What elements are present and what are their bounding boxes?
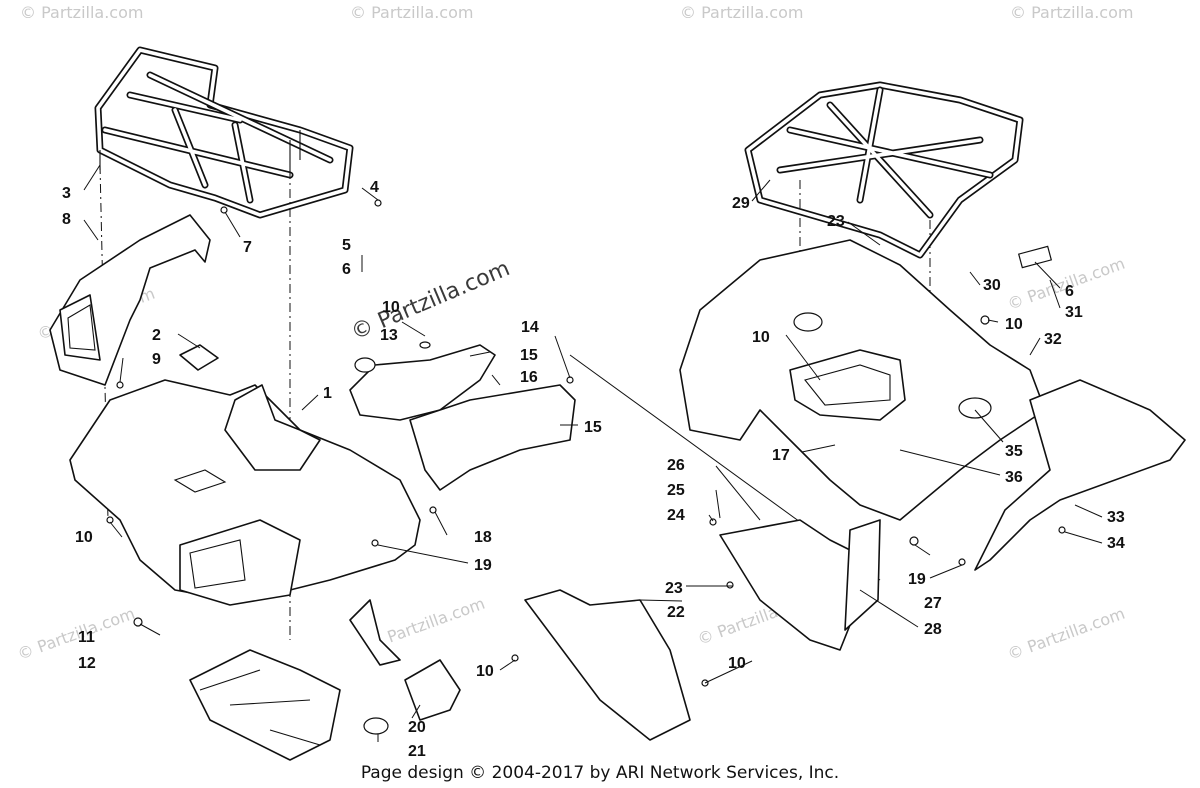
frame-bracket bbox=[189, 599, 461, 761]
callout-4: 4 bbox=[370, 179, 379, 196]
callout-28: 28 bbox=[924, 621, 942, 638]
callout-10: 10 bbox=[728, 655, 746, 672]
callout-10: 10 bbox=[382, 299, 400, 316]
callout-25: 25 bbox=[667, 482, 685, 499]
decal bbox=[179, 344, 219, 371]
callout-23: 23 bbox=[665, 580, 683, 597]
watermark-center: © Partzilla.com bbox=[348, 256, 514, 345]
callout-19: 19 bbox=[474, 557, 492, 574]
rear-fender bbox=[679, 239, 1046, 521]
watermark-text: © Partzilla.com bbox=[1005, 604, 1128, 664]
callout-13: 13 bbox=[380, 327, 398, 344]
callout-35: 35 bbox=[1005, 443, 1023, 460]
callout-6: 6 bbox=[342, 261, 351, 278]
callout-16: 16 bbox=[520, 369, 538, 386]
callout-10: 10 bbox=[752, 329, 770, 346]
callout-17: 17 bbox=[772, 447, 790, 464]
watermark-text: © Partzilla.com bbox=[20, 3, 143, 22]
callout-24: 24 bbox=[667, 507, 685, 524]
callout-33: 33 bbox=[1107, 509, 1125, 526]
front-fender-pod bbox=[49, 214, 211, 386]
callout-5: 5 bbox=[342, 237, 351, 254]
center-panels bbox=[349, 341, 576, 491]
watermark-text: © Partzilla.com bbox=[1010, 3, 1133, 22]
callout-14: 14 bbox=[521, 319, 539, 336]
callout-11: 11 bbox=[78, 629, 95, 646]
front-fender bbox=[69, 379, 421, 606]
leader-lines bbox=[83, 164, 1103, 742]
footwell-panels bbox=[524, 519, 881, 741]
callout-32: 32 bbox=[1044, 331, 1062, 348]
callout-36: 36 bbox=[1005, 469, 1023, 486]
callout-19: 19 bbox=[908, 571, 926, 588]
callout-27: 27 bbox=[924, 595, 942, 612]
rear-fender-extension bbox=[974, 379, 1186, 571]
callout-15: 15 bbox=[520, 347, 538, 364]
callout-22: 22 bbox=[667, 604, 685, 621]
callout-23: 23 bbox=[827, 213, 845, 230]
callout-26: 26 bbox=[667, 457, 685, 474]
callout-2: 2 bbox=[152, 327, 161, 344]
callout-labels: 1 2 3 4 5 6 7 8 9 10 10 10 10 10 10 11 1… bbox=[62, 179, 1125, 760]
callout-21: 21 bbox=[408, 743, 426, 760]
callout-31: 31 bbox=[1065, 304, 1083, 321]
callout-10: 10 bbox=[476, 663, 494, 680]
callout-15: 15 bbox=[584, 419, 602, 436]
watermark-text: © Partzilla.com bbox=[350, 3, 473, 22]
callout-12: 12 bbox=[78, 655, 96, 672]
callout-10: 10 bbox=[1005, 316, 1023, 333]
watermark-text: © Partzilla.com bbox=[680, 3, 803, 22]
callout-29: 29 bbox=[732, 195, 750, 212]
rear-rack bbox=[744, 81, 1053, 269]
footer-credit: Page design © 2004-2017 by ARI Network S… bbox=[361, 763, 839, 783]
callout-20: 20 bbox=[408, 719, 426, 736]
callout-3: 3 bbox=[62, 185, 71, 202]
callout-18: 18 bbox=[474, 529, 492, 546]
callout-6: 6 bbox=[1065, 283, 1074, 300]
callout-8: 8 bbox=[62, 211, 71, 228]
callout-10: 10 bbox=[75, 529, 93, 546]
callout-1: 1 bbox=[323, 385, 332, 402]
watermark-text: © Partzilla.com bbox=[15, 604, 138, 664]
callout-34: 34 bbox=[1107, 535, 1125, 552]
front-rack bbox=[94, 46, 354, 219]
callout-7: 7 bbox=[243, 239, 252, 256]
callout-9: 9 bbox=[152, 351, 161, 368]
callout-30: 30 bbox=[983, 277, 1001, 294]
